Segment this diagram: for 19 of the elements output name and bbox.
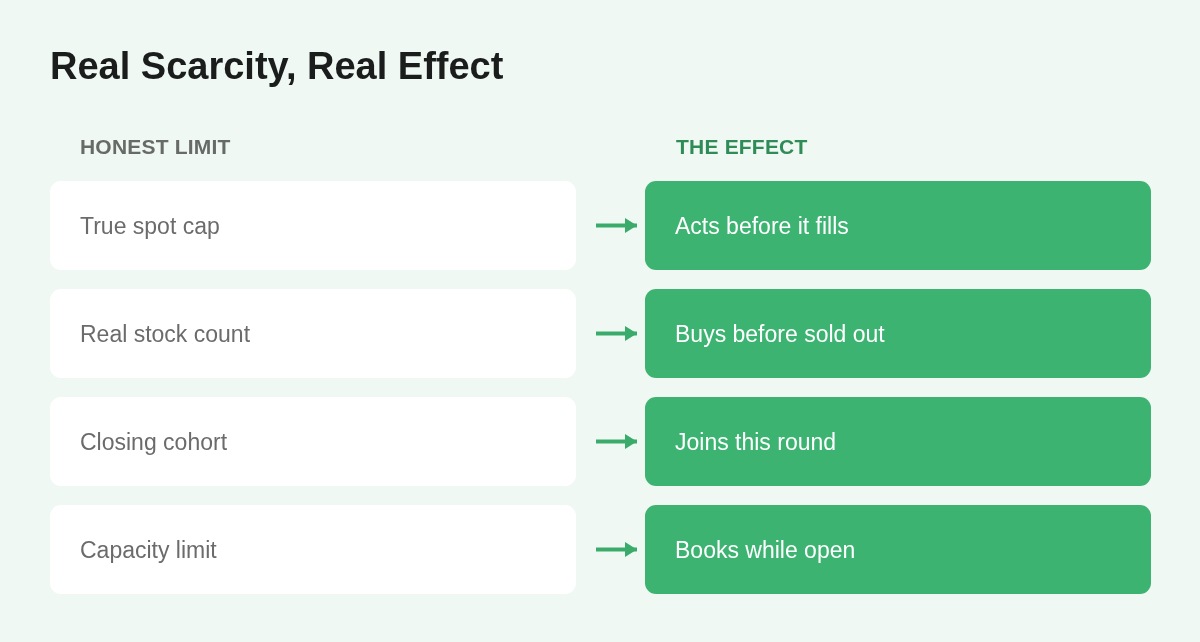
arrow <box>596 326 637 341</box>
arrow <box>596 542 637 557</box>
box-text: Real stock count <box>80 319 251 348</box>
column-header: HONEST LIMIT <box>80 135 231 159</box>
column-header: THE EFFECT <box>676 135 808 159</box>
effect-box <box>645 397 1151 486</box>
effect-box <box>645 505 1151 594</box>
effect-box <box>645 181 1151 270</box>
arrow <box>596 434 637 449</box>
arrow <box>596 218 637 233</box>
box-text: Joins this round <box>675 427 837 456</box>
box-text: Closing cohort <box>80 427 228 456</box>
box-text: Acts before it fills <box>675 211 849 240</box>
box-text: Capacity limit <box>80 535 217 564</box>
box-text: Buys before sold out <box>675 319 885 348</box>
box-text: Books while open <box>675 535 856 564</box>
box-text: True spot cap <box>80 211 220 240</box>
effect-box <box>645 289 1151 378</box>
diagram-title: Real Scarcity, Real Effect <box>50 44 504 88</box>
